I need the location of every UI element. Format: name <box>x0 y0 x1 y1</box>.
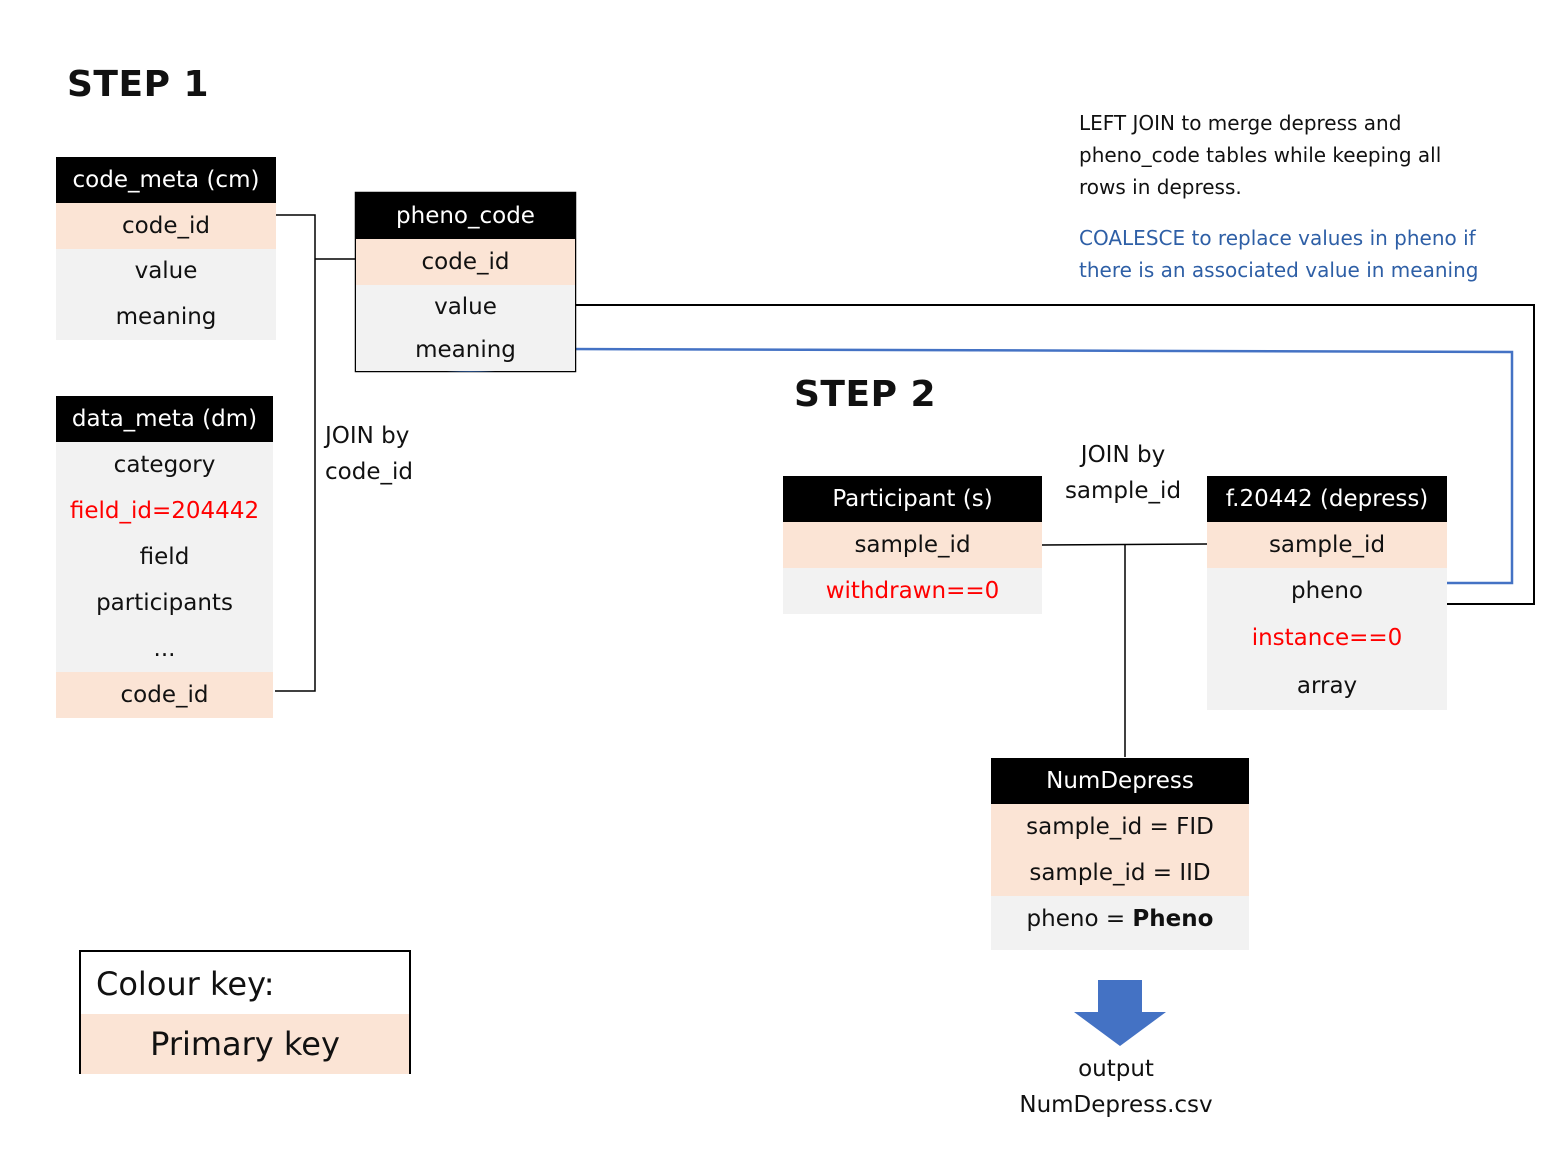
coalesce-line1: COALESCE to replace values in pheno if <box>1079 226 1476 250</box>
numdepress-header: NumDepress <box>991 758 1249 804</box>
depress-sample-id: sample_id <box>1207 522 1447 568</box>
code-meta-value: value <box>56 249 276 294</box>
numdepress-fid: sample_id = FID <box>991 804 1249 850</box>
code-meta-meaning: meaning <box>56 294 276 340</box>
join-sample-line2: sample_id <box>1064 478 1182 504</box>
code-meta-header: code_meta (cm) <box>56 157 276 203</box>
coalesce-note: COALESCE to replace values in pheno if t… <box>1079 222 1478 286</box>
meaning-arrow <box>564 347 1514 588</box>
left-join-note: LEFT JOIN to merge depress and pheno_cod… <box>1079 107 1441 203</box>
left-join-line3: rows in depress. <box>1079 175 1242 199</box>
value-arrow <box>556 304 1535 609</box>
numdepress-table: NumDepress sample_id = FID sample_id = I… <box>991 758 1249 950</box>
numdepress-pheno: pheno = Pheno <box>991 896 1249 950</box>
numdepress-pheno-bold: Pheno <box>1132 906 1214 932</box>
data-meta-header: data_meta (dm) <box>56 396 273 442</box>
colour-key-box: Colour key: Primary key <box>79 950 411 1074</box>
pheno-code-table: pheno_code code_id value meaning <box>356 193 575 371</box>
pheno-code-value: value <box>356 285 575 329</box>
left-join-line1: LEFT JOIN to merge depress and <box>1079 111 1402 135</box>
numdepress-iid: sample_id = IID <box>991 850 1249 896</box>
depress-pheno: pheno <box>1207 568 1447 615</box>
join-code-label: JOIN by code_id <box>325 418 413 490</box>
pheno-code-code-id: code_id <box>356 239 575 285</box>
output-label: output NumDepress.csv <box>1006 1051 1226 1123</box>
depress-header: f.20442 (depress) <box>1207 476 1447 522</box>
depress-table: f.20442 (depress) sample_id pheno instan… <box>1207 476 1447 710</box>
output-line1: output <box>1078 1056 1154 1082</box>
output-arrow-icon <box>1074 980 1166 1046</box>
join-sample-line <box>1041 543 1208 546</box>
depress-instance: instance==0 <box>1207 615 1447 662</box>
join-code-line2: code_id <box>325 459 413 485</box>
participant-withdrawn: withdrawn==0 <box>783 568 1042 614</box>
join-code-bracket <box>275 214 316 692</box>
depress-array: array <box>1207 662 1447 710</box>
participant-header: Participant (s) <box>783 476 1042 522</box>
data-meta-field-id: field_id=204442 <box>56 488 273 534</box>
code-meta-code-id: code_id <box>56 203 276 249</box>
join-code-line1: JOIN by <box>325 423 410 449</box>
colour-key-title: Colour key: <box>96 965 275 1003</box>
join-sample-label: JOIN by sample_id <box>1050 437 1196 509</box>
numdepress-pheno-prefix: pheno = <box>1026 906 1133 932</box>
data-meta-ellipsis: ... <box>56 626 273 672</box>
output-line2: NumDepress.csv <box>1019 1092 1213 1118</box>
code-meta-table: code_meta (cm) code_id value meaning <box>56 157 276 340</box>
join-sample-line1: JOIN by <box>1080 442 1166 468</box>
pheno-code-header: pheno_code <box>356 193 575 239</box>
data-meta-code-id: code_id <box>56 672 273 718</box>
participant-sample-id: sample_id <box>783 522 1042 568</box>
coalesce-line2: there is an associated value in meaning <box>1079 258 1479 282</box>
data-meta-field: field <box>56 534 273 580</box>
left-join-line2: pheno_code tables while keeping all <box>1079 143 1442 167</box>
data-meta-table: data_meta (dm) category field_id=204442 … <box>56 396 273 718</box>
step1-title: STEP 1 <box>67 64 210 105</box>
data-meta-category: category <box>56 442 273 488</box>
data-meta-participants: participants <box>56 580 273 626</box>
step2-title: STEP 2 <box>794 374 937 415</box>
participant-table: Participant (s) sample_id withdrawn==0 <box>783 476 1042 614</box>
colour-key-primary: Primary key <box>81 1014 409 1074</box>
pheno-code-meaning: meaning <box>356 329 575 371</box>
